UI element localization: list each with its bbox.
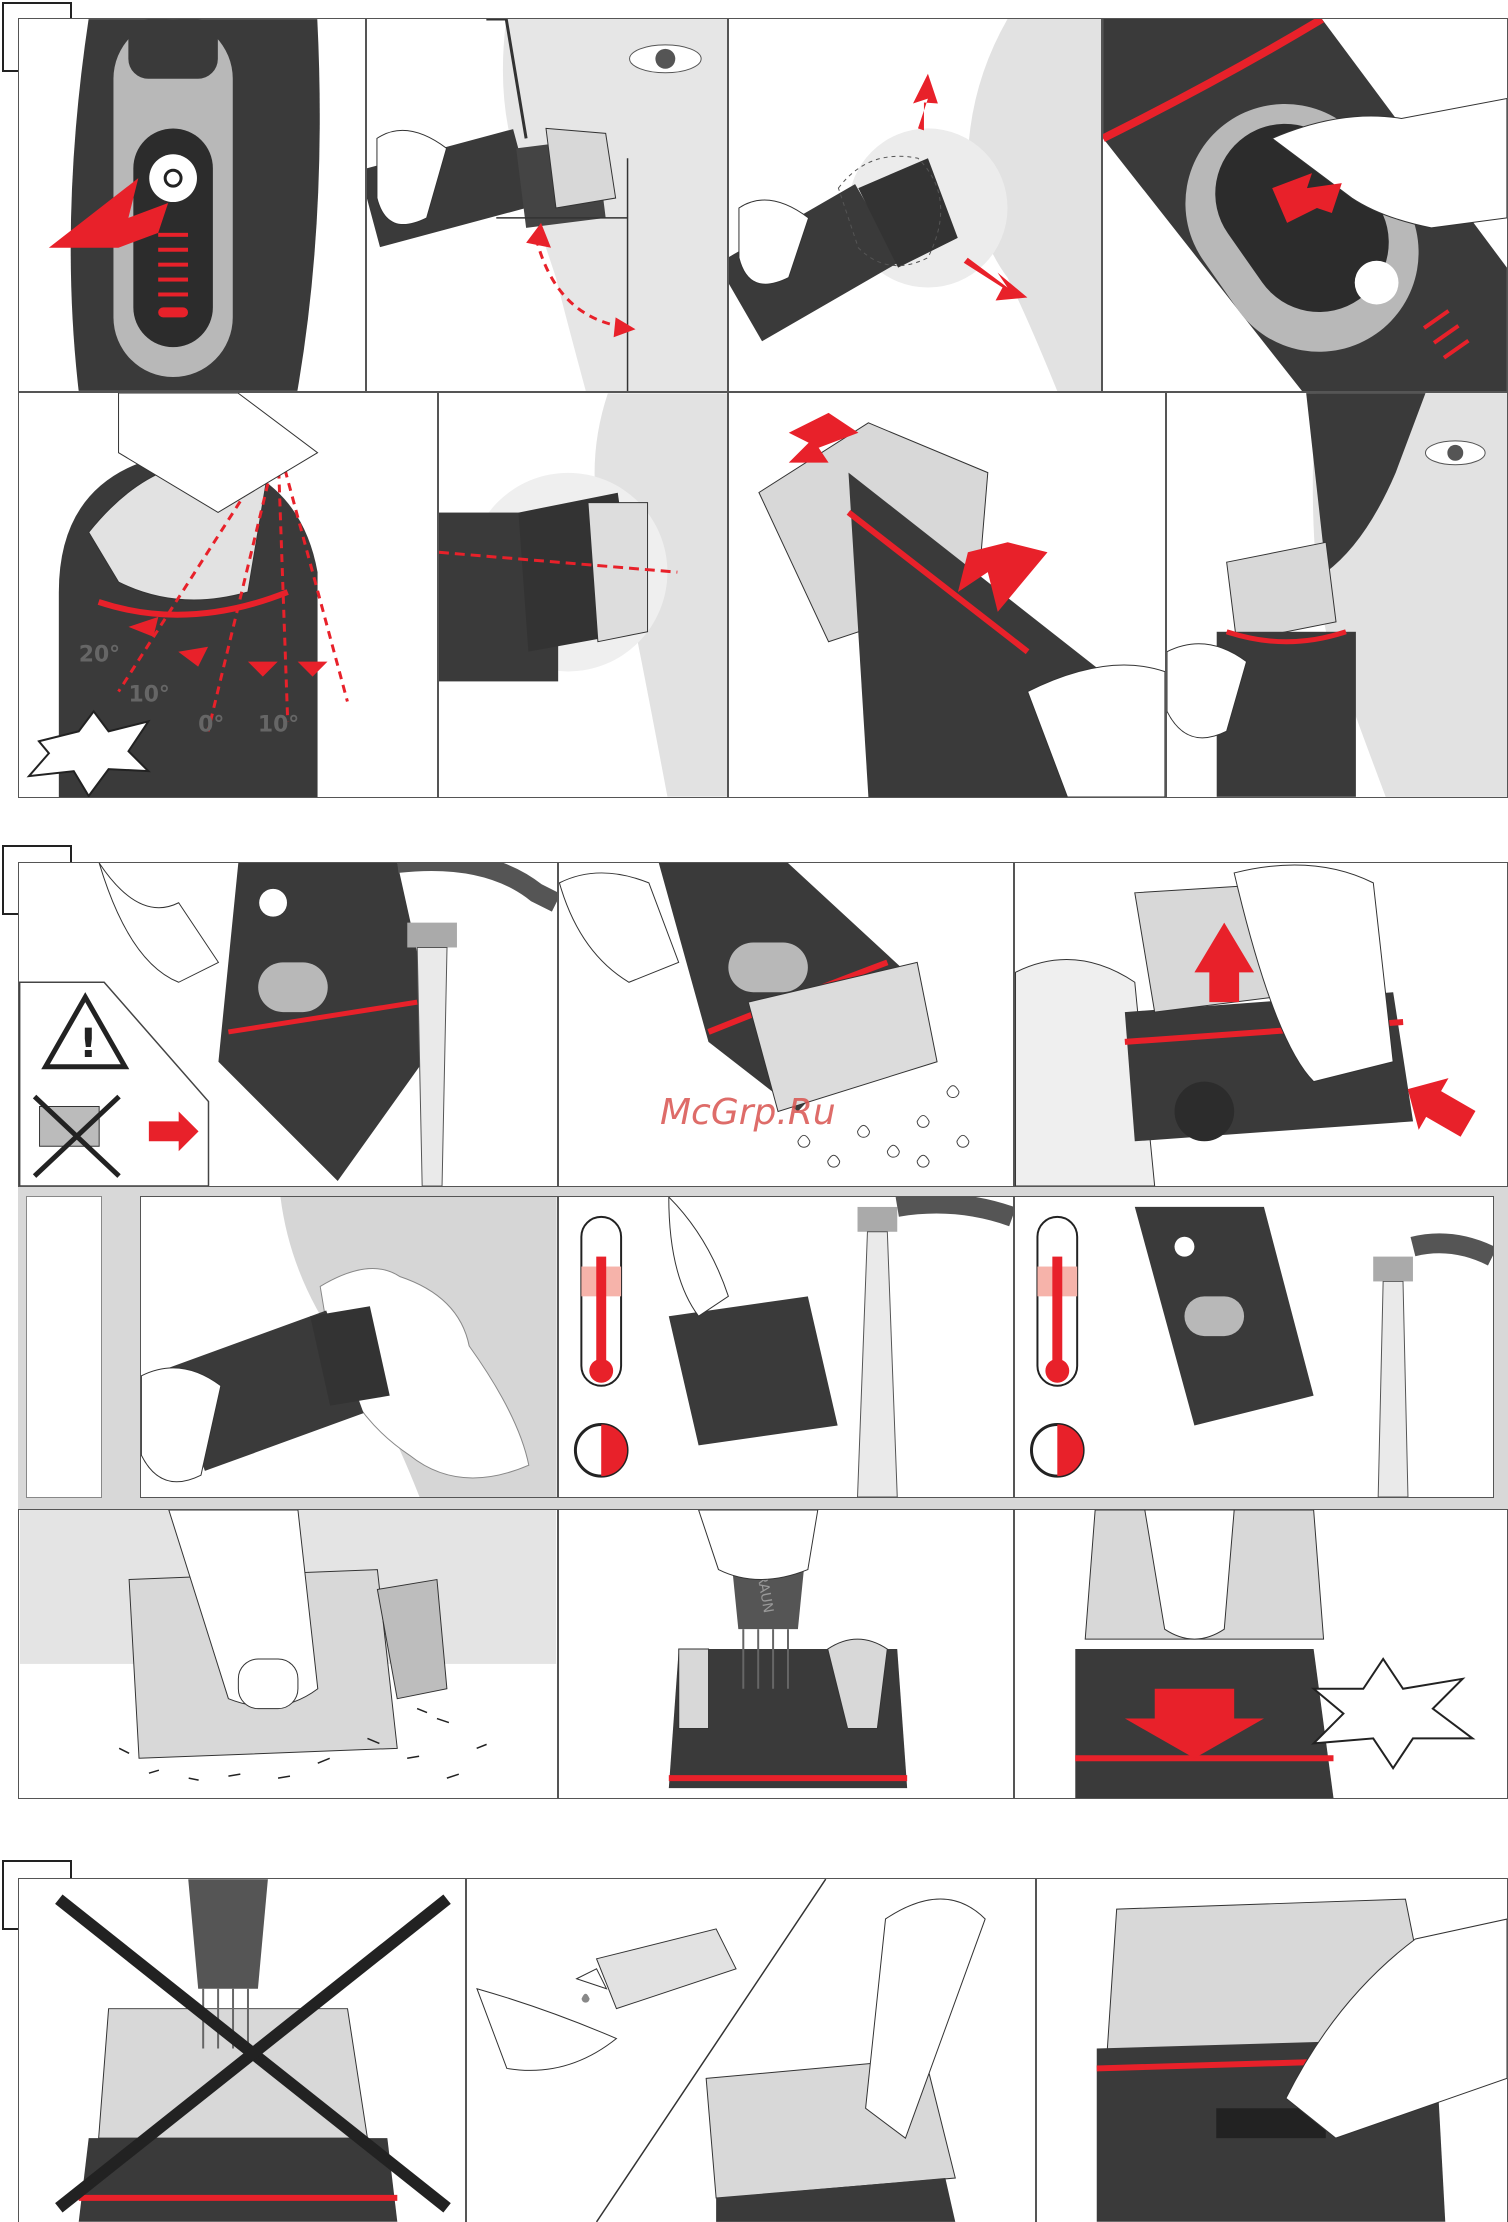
panel-power-on: [18, 18, 366, 392]
angle-label-20: 20°: [79, 643, 120, 668]
burst-icon: [1314, 1659, 1473, 1768]
panel-brush-cutter: BRAUN: [558, 1509, 1014, 1799]
panel-rinse-head: [558, 862, 1014, 1187]
panel-rinse-warm-body: [1014, 1196, 1494, 1498]
angle-label-0: 0°: [198, 712, 224, 737]
panel-blank-label: [26, 1196, 102, 1498]
panel-face-shave-angle: [366, 18, 728, 392]
panel-reattach-head: [1014, 1509, 1508, 1799]
angle-label-10b: 10°: [258, 712, 299, 737]
watermark-text: McGrp.Ru: [660, 1092, 836, 1133]
timer-icon: [1031, 1424, 1083, 1476]
panel-tap-out-foil: [18, 1509, 558, 1799]
thermometer-icon: [1037, 1217, 1077, 1386]
panel-release-head: [728, 392, 1166, 798]
arrow-icon: [913, 74, 938, 131]
panel-oil-trimmer: [1036, 1878, 1508, 2222]
panel-foam-shave: [140, 1196, 558, 1498]
panel-pivot-head: [728, 18, 1102, 392]
panel-oil-foil: [466, 1878, 1036, 2222]
panel-trimmer-moustache: [438, 392, 728, 798]
angle-label-10a: 10°: [128, 682, 169, 707]
svg-text:!: !: [79, 1021, 97, 1067]
panel-longhair-trimmer: [1166, 392, 1508, 798]
panel-warning-unplug: !: [18, 862, 558, 1187]
timer-icon: [575, 1424, 627, 1476]
thermometer-icon: [581, 1217, 621, 1386]
panel-head-angles: 20° 10° 0° 10°: [18, 392, 438, 798]
panel-remove-head: [1014, 862, 1508, 1187]
oil-bottle-icon: [597, 1929, 737, 2009]
panel-lock-head: [1102, 18, 1508, 392]
panel-rinse-warm-foil: [558, 1196, 1014, 1498]
panel-no-brush-foil: [18, 1878, 466, 2222]
